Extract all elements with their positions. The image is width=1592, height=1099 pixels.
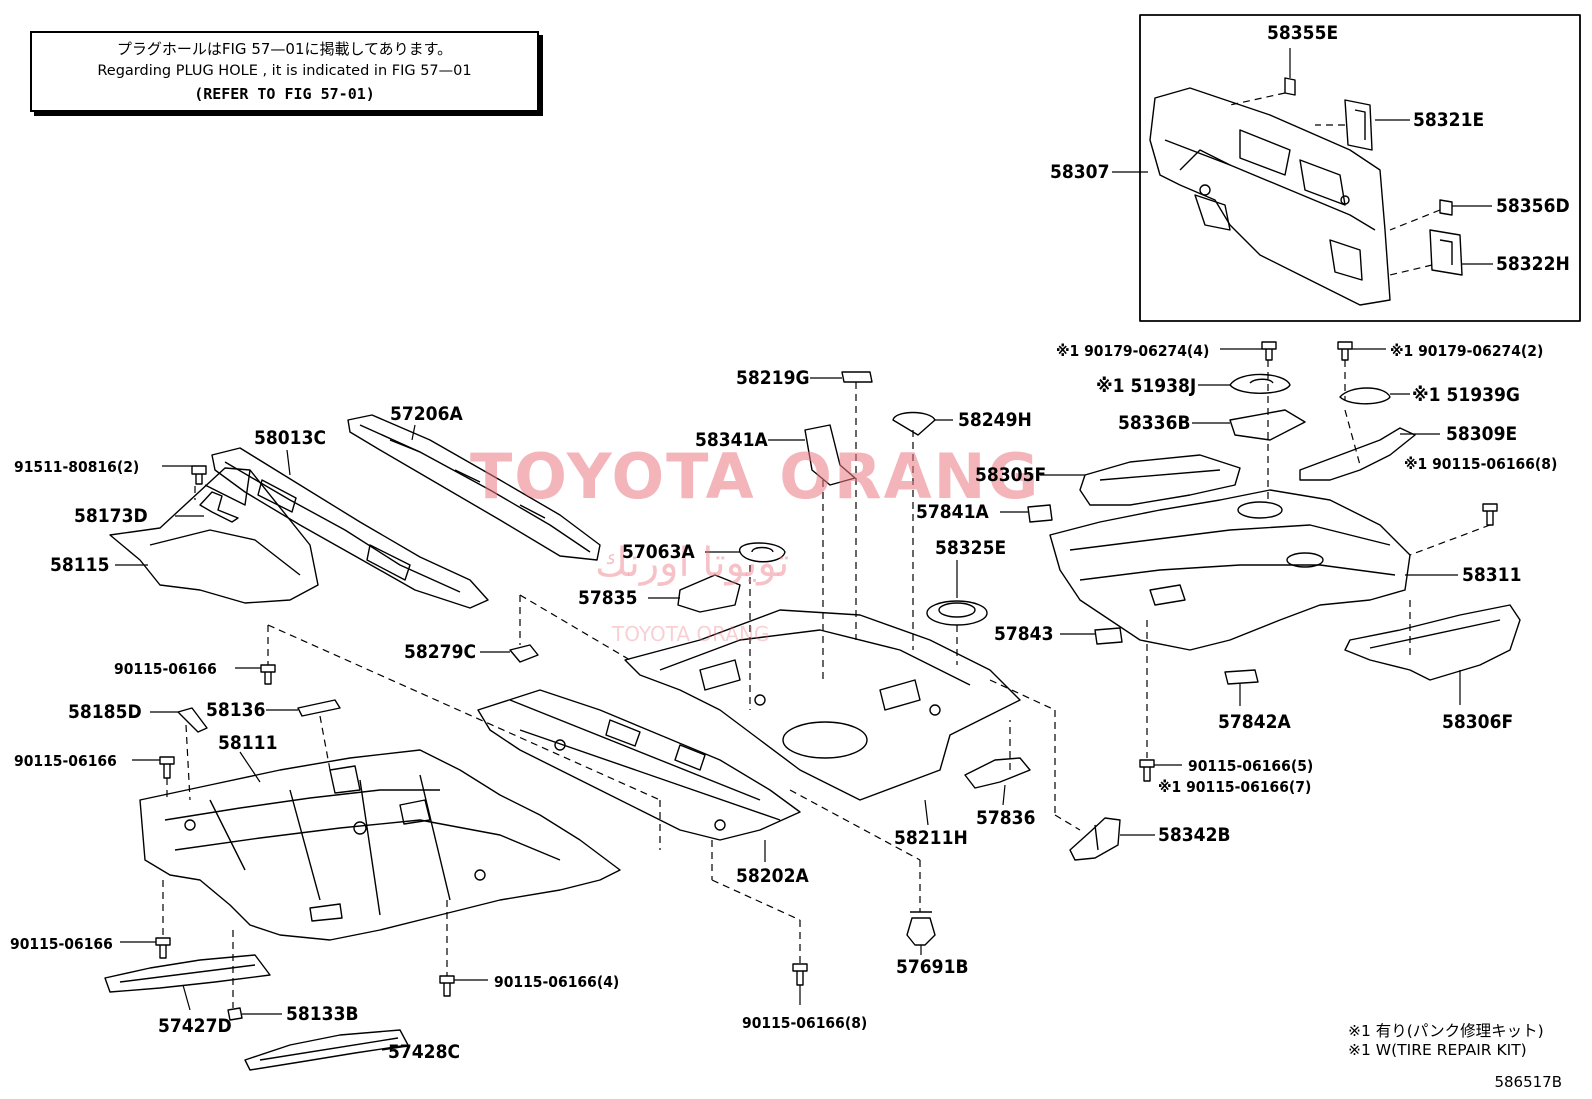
label-58322H: 58322H (1496, 253, 1570, 275)
label-91511: 91511-80816(2) (14, 458, 140, 476)
label-58013C: 58013C (254, 427, 327, 449)
pad-57835 (677, 574, 741, 613)
plug-58279C (509, 644, 539, 663)
footnote-japanese: ※1 有り(パンク修理キット) (1348, 1022, 1544, 1040)
assembly-lines (162, 92, 1491, 1008)
bracket-58342B (1069, 817, 1121, 861)
label-58305F: 58305F (975, 464, 1047, 486)
panel-58306F (1344, 604, 1521, 681)
label-58355E: 58355E (1267, 22, 1339, 44)
label-58211H: 58211H (894, 827, 968, 849)
label-58115: 58115 (50, 554, 110, 576)
label-51938J: ※1 51938J (1096, 375, 1197, 397)
note-line-english: Regarding PLUG HOLE , it is indicated in… (97, 63, 472, 79)
label-57836: 57836 (976, 807, 1036, 829)
plug-58325E (926, 600, 988, 626)
label-90115-5: 90115-06166(5) (1188, 757, 1314, 775)
bracket-58341A (804, 424, 856, 486)
floor-pan-58111 (139, 749, 621, 941)
plug-57691B (906, 911, 936, 946)
floor-58202A (477, 689, 801, 841)
label-58356D: 58356D (1496, 195, 1570, 217)
label-90179-2: ※1 90179-06274(2) (1390, 342, 1544, 360)
member-57206A (347, 414, 601, 561)
bolts (155, 341, 1498, 997)
label-58173D: 58173D (74, 505, 148, 527)
label-51939G: ※1 51939G (1412, 384, 1520, 406)
label-58309E: 58309E (1446, 423, 1518, 445)
plug-58249H (892, 411, 936, 436)
part-58322H-shape (1429, 229, 1463, 276)
part-58321E-shape (1344, 99, 1373, 151)
label-58133B: 58133B (286, 1003, 359, 1025)
panel-58309E (1299, 427, 1416, 481)
label-58202A: 58202A (736, 865, 809, 887)
inset-frame (1139, 14, 1581, 322)
label-90115-a: 90115-06166 (114, 660, 217, 678)
panel-58305F (1079, 454, 1241, 506)
label-57841A: 57841A (916, 501, 989, 523)
label-58219G: 58219G (736, 367, 810, 389)
bracket-58219G (841, 371, 873, 383)
label-58306F: 58306F (1442, 711, 1514, 733)
clip-57841A (1027, 504, 1053, 523)
trim-57428C (244, 1029, 409, 1071)
label-58279C: 58279C (404, 641, 477, 663)
label-58321E: 58321E (1413, 109, 1485, 131)
part-58355E-shape (1284, 77, 1296, 96)
bracket-58136 (297, 699, 341, 717)
label-57691B: 57691B (896, 956, 969, 978)
label-58311: 58311 (1462, 564, 1522, 586)
label-58307: 58307 (1050, 161, 1110, 183)
label-90179-4: ※1 90179-06274(4) (1056, 342, 1210, 360)
label-90115-8-kit: ※1 90115-06166(8) (1404, 455, 1558, 473)
label-57427D: 57427D (158, 1015, 232, 1037)
label-57428C: 57428C (388, 1041, 461, 1063)
floor-58211H (624, 609, 1021, 801)
label-90115-4: 90115-06166(4) (494, 973, 620, 991)
label-57063A: 57063A (622, 541, 695, 563)
floor-58311 (1049, 489, 1411, 651)
member-58013C (211, 447, 489, 609)
note-line-reference: (REFER TO FIG 57-01) (194, 85, 375, 103)
label-90115-c: 90115-06166 (10, 935, 113, 953)
seat-51938J (1229, 373, 1291, 394)
label-58325E: 58325E (935, 537, 1007, 559)
label-58336B: 58336B (1118, 412, 1191, 434)
label-58136: 58136 (206, 699, 266, 721)
plug-hole-note: プラグホールはFIG 57—01に掲載してあります。 Regarding PLU… (30, 31, 539, 112)
label-58249H: 58249H (958, 409, 1032, 431)
label-90115-b: 90115-06166 (14, 752, 117, 770)
pad-57836 (964, 757, 1031, 789)
footnote-english: ※1 W(TIRE REPAIR KIT) (1348, 1041, 1527, 1059)
label-90115-7-kit: ※1 90115-06166(7) (1158, 778, 1312, 796)
clip-58133B (227, 1007, 243, 1021)
leader-lines (115, 48, 1493, 1051)
label-57843: 57843 (994, 623, 1054, 645)
label-57835: 57835 (578, 587, 638, 609)
label-58185D: 58185D (68, 701, 142, 723)
panel-58115 (109, 467, 319, 604)
panel-58336B (1229, 409, 1306, 441)
label-58341A: 58341A (695, 429, 768, 451)
clip-57843 (1094, 627, 1123, 645)
label-58111: 58111 (218, 732, 278, 754)
bolt-91511 (191, 465, 207, 485)
label-57842A: 57842A (1218, 711, 1291, 733)
trim-57427D (104, 954, 271, 993)
plug-57063A (739, 542, 786, 563)
bracket-58185D (177, 707, 208, 733)
label-58342B: 58342B (1158, 824, 1231, 846)
dash-panel-58307 (1149, 87, 1391, 306)
bracket-58173D (199, 491, 239, 523)
seat-51939G (1339, 387, 1391, 405)
clip-57842A (1224, 669, 1259, 685)
part-58356D-shape (1439, 199, 1453, 216)
figure-code: 586517B (1494, 1073, 1562, 1091)
label-57206A: 57206A (390, 403, 463, 425)
label-90115-8: 90115-06166(8) (742, 1014, 868, 1032)
note-line-japanese: プラグホールはFIG 57—01に掲載してあります。 (116, 40, 453, 58)
